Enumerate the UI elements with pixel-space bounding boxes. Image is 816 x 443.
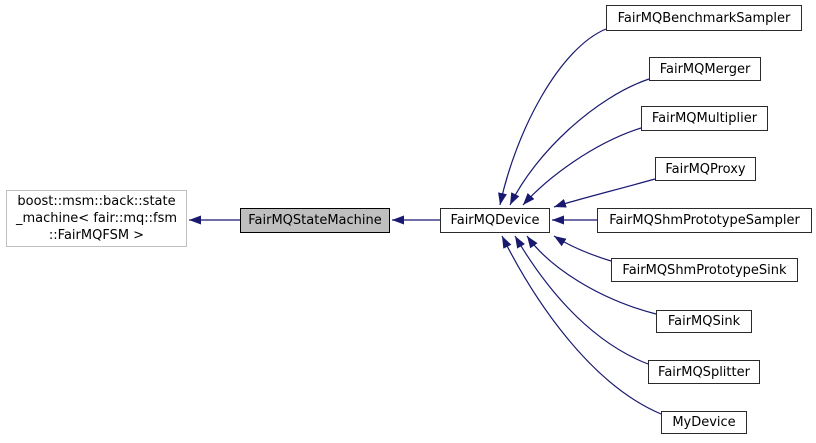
edge-sink-to-device	[526, 235, 657, 315]
edge-splitter-to-device	[514, 235, 649, 365]
node-fairmqmultiplier[interactable]: FairMQMultiplier	[641, 106, 768, 131]
node-fairmqsplitter[interactable]: FairMQSplitter	[648, 360, 760, 384]
edge-proxy-to-device	[553, 178, 656, 208]
node-fairmqsink[interactable]: FairMQSink	[656, 310, 752, 333]
edge-multiplier-to-device	[522, 127, 642, 206]
node-fairmqshmprototypesink[interactable]: FairMQShmPrototypeSink	[611, 258, 798, 282]
node-fairmqmerger[interactable]: FairMQMerger	[649, 57, 761, 81]
edge-shmprototypesink-to-device	[553, 235, 612, 262]
node-fairmqshmprototypesampler[interactable]: FairMQShmPrototypeSampler	[597, 208, 812, 233]
edge-merger-to-device	[509, 78, 650, 206]
node-fairmqbenchmarksampler[interactable]: FairMQBenchmarkSampler	[606, 5, 802, 31]
node-fairmqdevice[interactable]: FairMQDevice	[440, 208, 550, 233]
node-boost-msm-back-state-machine: boost::msm::back::state _machine< fair::…	[6, 190, 187, 247]
edge-benchmarksampler-to-device	[498, 28, 607, 206]
node-fairmqproxy[interactable]: FairMQProxy	[655, 157, 756, 181]
edge-mydevice-to-device	[501, 235, 662, 415]
node-mydevice[interactable]: MyDevice	[661, 411, 747, 434]
node-fairmqstatemachine: FairMQStateMachine	[240, 208, 390, 233]
